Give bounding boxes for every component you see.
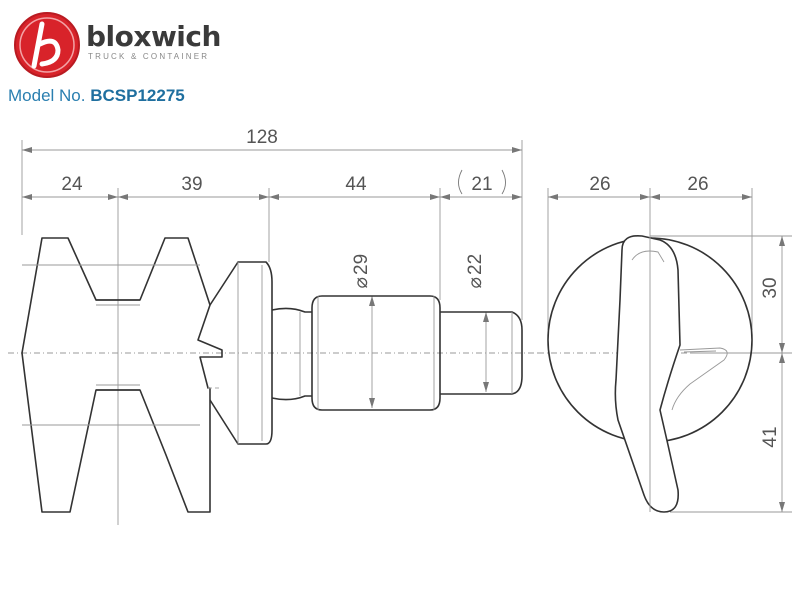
dim-end-upper: 30 — [760, 277, 781, 298]
dim-diameter-body: 29 — [351, 254, 372, 275]
bloxwich-logo — [14, 12, 80, 78]
side-view — [8, 237, 540, 513]
dim-diameter-symbol-tip: ⌀ — [465, 277, 486, 288]
dim-end-lower: 41 — [760, 426, 781, 447]
dim-diameter-symbol-body: ⌀ — [351, 277, 372, 288]
dimension-lines — [21, 140, 792, 525]
dim-end-half-left: 26 — [589, 174, 610, 195]
dim-diameter-tip: 22 — [465, 254, 486, 275]
dim-seg3: 44 — [345, 174, 367, 195]
dim-end-half-right: 26 — [687, 174, 708, 195]
model-label: Model No. — [8, 86, 86, 105]
end-view — [538, 234, 762, 513]
model-number-line: Model No. BCSP12275 — [8, 86, 185, 106]
dim-seg4: 21 — [471, 174, 492, 195]
dim-seg1: 24 — [61, 174, 83, 195]
model-number: BCSP12275 — [90, 86, 185, 105]
brand-tagline: TRUCK & CONTAINER — [88, 52, 210, 61]
dim-overall-length: 128 — [246, 127, 278, 148]
dim-seg2: 39 — [181, 174, 202, 195]
brand-name: bloxwich — [86, 20, 221, 53]
